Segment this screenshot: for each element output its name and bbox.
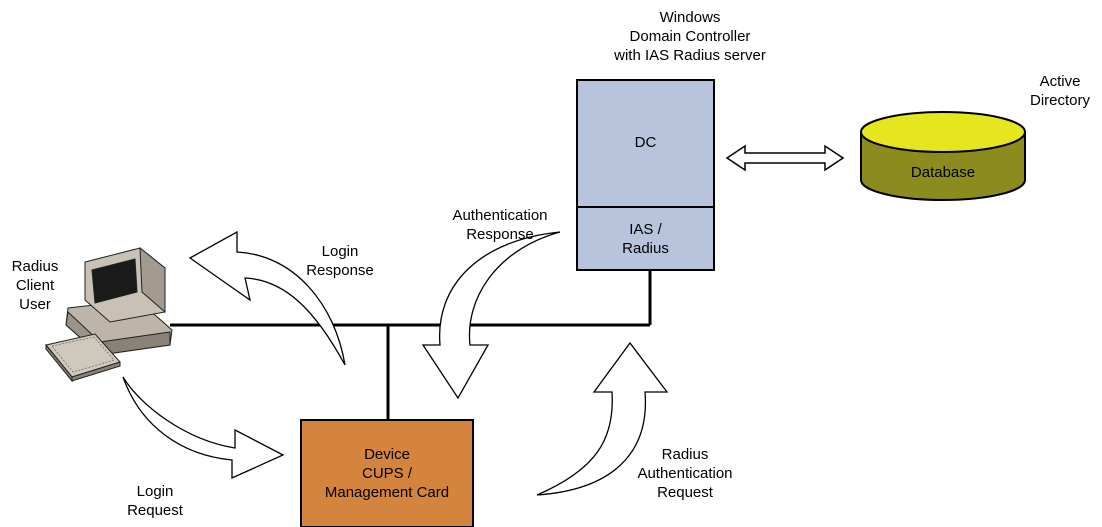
device-line-3: Management Card	[324, 484, 450, 501]
auth-response-line-1: Authentication	[452, 207, 548, 224]
device-label: Device CUPS / Management Card	[301, 445, 473, 502]
client-user-line-1: Radius	[11, 258, 59, 275]
server-caption: Windows Domain Controller with IAS Radiu…	[590, 8, 790, 65]
database-cylinder	[860, 111, 1026, 201]
radius-auth-request-line-3: Request	[657, 484, 713, 501]
auth-response-label: Authentication Response	[430, 206, 570, 244]
ias-label-line-2: Radius	[622, 240, 669, 257]
login-request-line-2: Request	[127, 502, 183, 519]
network-lines	[170, 270, 652, 420]
server-caption-line-3: with IAS Radius server	[614, 47, 766, 64]
active-directory-line-2: Directory	[1029, 92, 1090, 109]
client-user-label: Radius Client User	[0, 257, 70, 314]
active-directory-label: Active Directory	[1020, 72, 1100, 110]
radius-auth-request-label: Radius Authentication Request	[620, 445, 750, 502]
database-label: Database	[910, 164, 976, 181]
login-response-arrow	[188, 230, 346, 366]
radius-auth-request-arrow	[536, 341, 669, 496]
device-box	[300, 419, 474, 527]
ias-radius-label: IAS / Radius	[577, 220, 714, 258]
login-response-line-2: Response	[306, 262, 374, 279]
monitor-screen	[91, 258, 138, 304]
client-user-line-2: Client	[15, 277, 55, 294]
login-response-label: Login Response	[290, 242, 390, 280]
auth-response-arrow	[421, 231, 561, 400]
active-directory-line-1: Active	[1039, 73, 1081, 90]
device-line-1: Device	[364, 446, 410, 463]
login-response-line-1: Login	[321, 243, 359, 260]
client-user-line-3: User	[19, 296, 51, 313]
desktop-computer-icon	[45, 246, 173, 383]
login-request-label: Login Request	[110, 482, 200, 520]
database-top	[860, 111, 1026, 153]
radius-auth-request-line-2: Authentication	[637, 465, 733, 482]
dc-label: DC	[634, 134, 657, 151]
server-caption-line-2: Domain Controller	[629, 28, 751, 45]
server-box	[576, 79, 715, 271]
ias-label-line-1: IAS /	[629, 221, 662, 238]
login-request-arrow	[122, 376, 285, 480]
login-request-line-1: Login	[136, 483, 174, 500]
server-caption-line-1: Windows	[659, 9, 721, 26]
dc-database-double-arrow	[725, 144, 845, 172]
radius-auth-request-line-1: Radius	[661, 446, 709, 463]
auth-response-line-2: Response	[466, 226, 534, 243]
device-line-2: CUPS /	[361, 465, 412, 482]
